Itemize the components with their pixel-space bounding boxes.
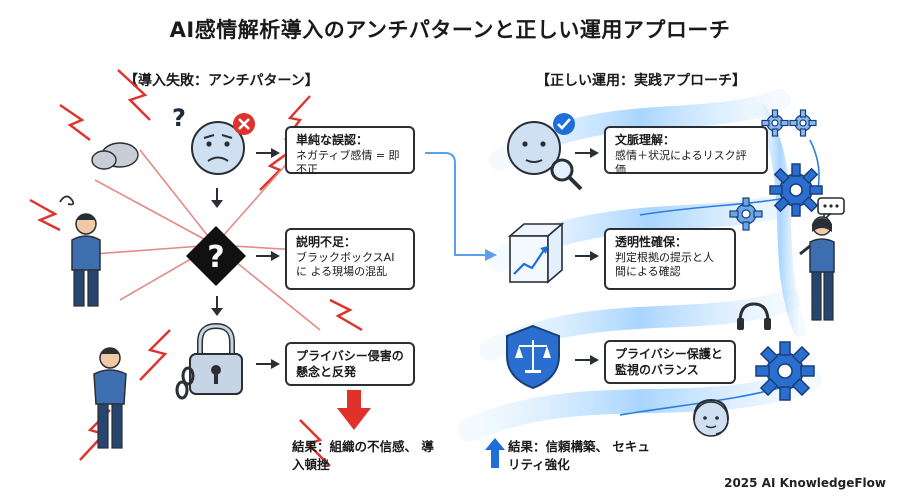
privacy-concern-box: プライバシー侵害の 懸念と反発: [285, 342, 415, 386]
right-heading: 【正しい運用：実践アプローチ】: [536, 73, 746, 89]
box-body: ブラックボックスAIに よる現場の混乱: [296, 250, 395, 278]
watermark: 2025 AI KnowledgeFlow: [724, 476, 886, 490]
padlock-chain-icon: [175, 322, 243, 400]
down-arrow-icon: [211, 188, 223, 208]
box-body: 感情＋状況によるリスク評価: [615, 148, 747, 176]
stressed-person-icon: [93, 347, 127, 449]
transparent-cube-chart-icon: [507, 222, 565, 284]
privacy-balance-box: プライバシー保護と 監視のバランス: [604, 340, 736, 384]
thinking-person-icon: [71, 213, 101, 307]
box-body: ネガティブ感情 = 即不正: [296, 148, 400, 176]
down-arrow-icon: [211, 296, 223, 316]
box-title: プライバシー侵害の 懸念と反発: [296, 349, 404, 379]
checkmark-icon: [553, 113, 575, 135]
right-arrow-icon: [256, 148, 280, 158]
left-heading: 【導入失敗：アンチパターン】: [124, 73, 319, 89]
gear-icon: [761, 109, 789, 137]
transparency-box: 透明性確保： 判定根拠の提示と人 間による確認: [604, 228, 736, 290]
gear-icon: [755, 341, 815, 401]
magnifier-icon: [550, 158, 583, 191]
error-x-icon: [233, 113, 255, 135]
svg-text:?: ?: [207, 240, 224, 275]
right-arrow-icon: [256, 359, 280, 369]
stress-swirl-icon: [59, 195, 75, 206]
question-mark-icon: ?: [172, 104, 186, 132]
presenting-person-icon: [799, 216, 835, 321]
explanation-box: 説明不足： ブラックボックスAIに よる現場の混乱: [285, 228, 415, 290]
chat-bubble-icon: [817, 197, 845, 222]
gear-icon: [789, 109, 817, 137]
gear-icon: [729, 197, 763, 231]
right-result: 結果：信頼構築、 セキュリティ強化: [508, 439, 650, 473]
headset-icon: [737, 302, 771, 330]
decline-arrow-icon: [337, 390, 371, 430]
right-arrow-icon: [575, 148, 599, 158]
support-operator-icon: [693, 398, 729, 437]
blackbox-question-icon: ?: [186, 226, 246, 286]
context-understanding-box: 文脈理解： 感情＋状況によるリスク評価: [604, 126, 768, 176]
right-arrow-icon: [575, 251, 599, 261]
right-arrow-icon: [256, 251, 280, 261]
page-title: AI感情解析導入のアンチパターンと正しい運用アプローチ: [169, 18, 731, 42]
confused-face-icon: [191, 121, 245, 175]
shield-scales-icon: [506, 324, 560, 390]
box-title: 単純な誤認：: [296, 133, 369, 147]
box-title: 透明性確保：: [615, 235, 688, 249]
box-title: プライバシー保護と 監視のバランス: [615, 347, 723, 377]
gear-icon: [769, 163, 823, 217]
misjudgment-box: 単純な誤認： ネガティブ感情 = 即不正: [285, 126, 415, 176]
growth-arrow-icon: [485, 438, 505, 468]
box-title: 文脈理解：: [615, 133, 676, 147]
thinking-face-icon: [507, 121, 561, 175]
box-body: 判定根拠の提示と人 間による確認: [615, 250, 714, 278]
left-result: 結果：組織の不信感、 導入頓挫: [292, 439, 434, 473]
box-title: 説明不足：: [296, 235, 357, 249]
right-arrow-icon: [575, 355, 599, 365]
